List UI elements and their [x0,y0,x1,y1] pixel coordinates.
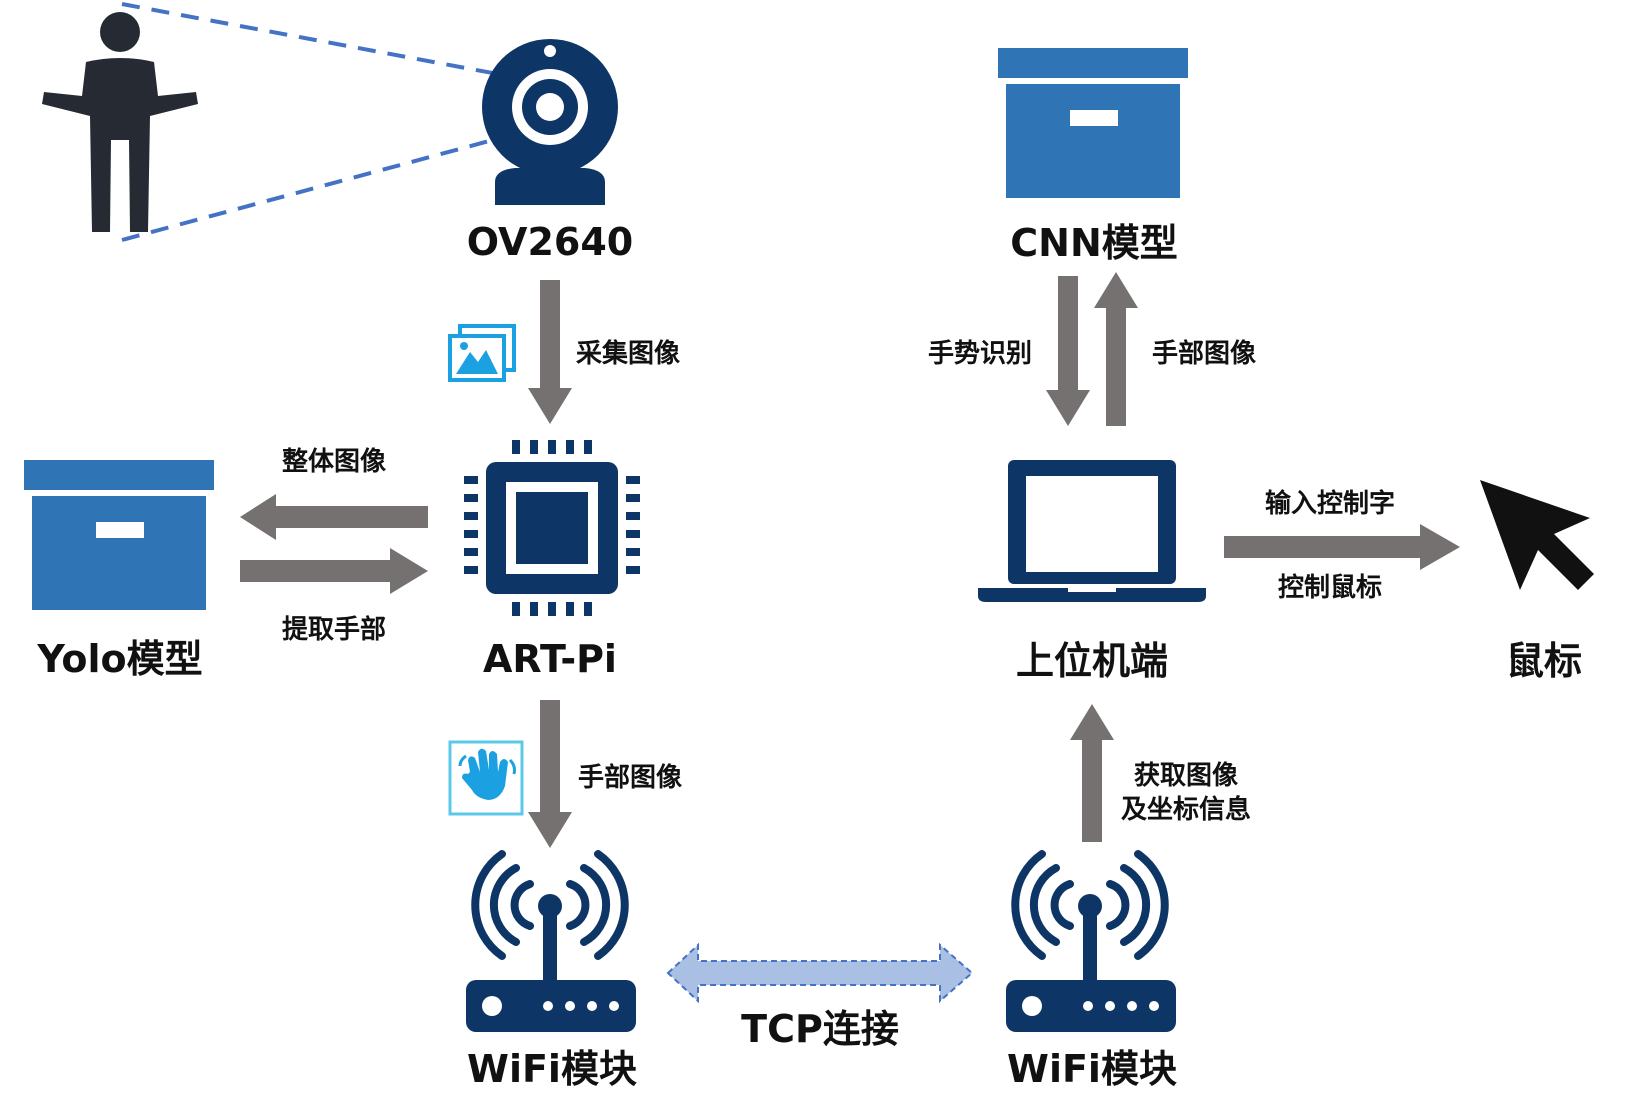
get-image-label-1: 获取图像 [1134,761,1239,791]
chip-pin [626,566,640,574]
tcp-label: TCP连接 [741,1007,899,1051]
chip-pin [512,602,520,616]
hand-wave-icon [448,740,524,816]
get-image-label-2: 及坐标信息 [1121,794,1251,825]
person-icon [42,12,198,232]
chip-pin [464,476,478,484]
chip-pin [584,602,592,616]
chip-icon [464,440,640,616]
camera-view-lines [121,2,531,242]
wifi-router-icon [466,850,636,1032]
arrow-extract-hand [240,548,428,594]
arrow-hand-image-up [1094,272,1138,426]
chip-pin [566,440,574,454]
arrow-get-image [1070,704,1114,842]
extract-hand-label: 提取手部 [282,615,386,645]
laptop-icon [978,460,1206,602]
arrow-input-control [1224,524,1460,570]
chip-pin [464,548,478,556]
hand-image-up-label: 手部图像 [1152,339,1257,369]
chip-pin [464,512,478,520]
chip-pin [530,602,538,616]
storage-box-icon [24,460,214,610]
chip-pin [464,494,478,502]
capture-label: 采集图像 [576,338,681,369]
wifi-router-icon [1006,850,1176,1032]
webcam-icon [482,39,618,205]
pc-label: 上位机端 [1016,639,1168,683]
chip-pin [548,440,556,454]
wifi-left-label: WiFi模块 [467,1047,637,1091]
input-control-label-2: 控制鼠标 [1278,573,1382,603]
chip-pin [566,602,574,616]
chip-pin [530,440,538,454]
wifi-right-label: WiFi模块 [1007,1047,1177,1091]
chip-pin [464,566,478,574]
chip-pin [464,530,478,538]
gesture-recognition-label: 手势识别 [928,339,1032,369]
input-control-label-1: 输入控制字 [1265,488,1395,519]
camera-label: OV2640 [467,220,633,264]
chip-pin [626,476,640,484]
cnn-label: CNN模型 [1010,221,1178,265]
mcu-label: ART-Pi [483,637,617,681]
arrow-hand-image-down [528,700,572,848]
mouse-label: 鼠标 [1506,639,1582,683]
mouse-cursor-icon [1480,480,1594,590]
yolo-label: Yolo模型 [36,637,202,681]
chip-pin [512,440,520,454]
chip-pin [626,512,640,520]
chip-pin [626,494,640,502]
arrow-whole-image [240,494,428,540]
arrow-capture [528,280,572,424]
chip-pin [548,602,556,616]
arrow-gesture-recognition [1046,276,1090,426]
chip-pin [584,440,592,454]
tcp-arrow [666,942,974,1004]
storage-box-icon [998,48,1188,198]
whole-image-label: 整体图像 [282,446,387,477]
chip-pin [626,530,640,538]
chip-pin [626,548,640,556]
image-icon [448,324,516,382]
hand-image-down-label: 手部图像 [578,763,683,793]
